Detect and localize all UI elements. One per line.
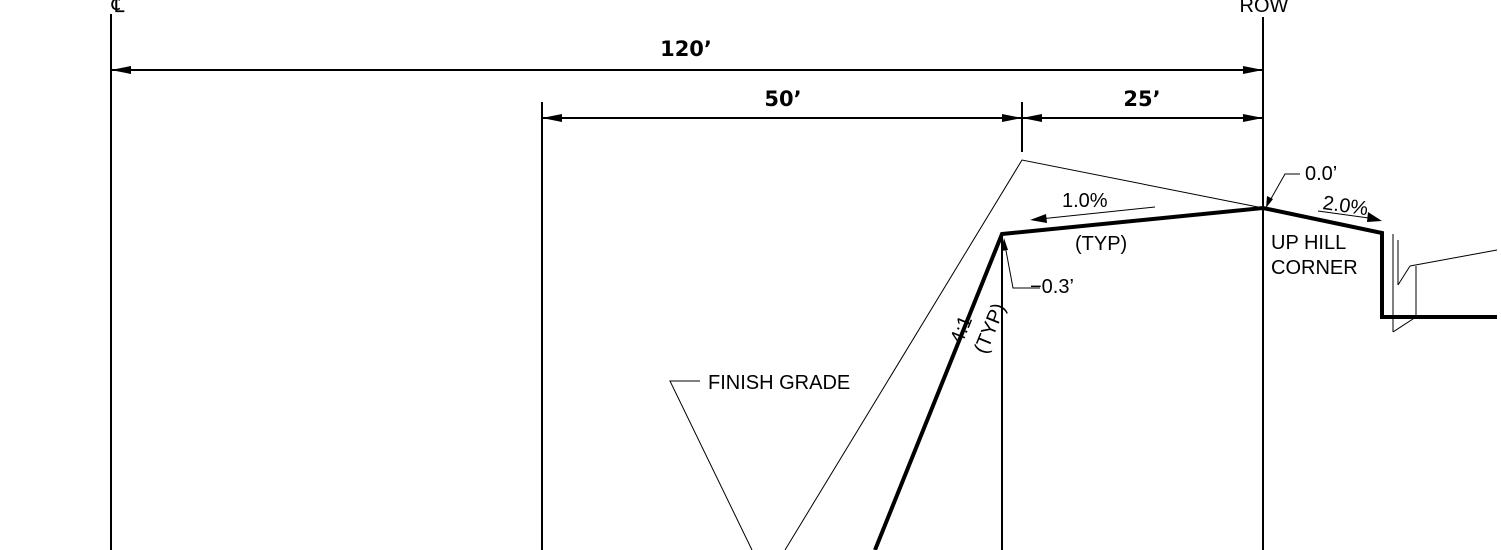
corner-label-line1: UP HILL: [1271, 232, 1346, 254]
dim-arrow: [1002, 114, 1022, 122]
dim-middle-text: 50’: [764, 87, 801, 111]
dim-arrow: [1022, 114, 1042, 122]
curb-detail: [1392, 234, 1498, 333]
row-label: ROW: [1240, 0, 1289, 17]
elev-top-text: 0.0’: [1305, 163, 1337, 185]
slope-right-underline: [1317, 210, 1377, 220]
slope-left-typ: (TYP): [1075, 233, 1127, 255]
elev-top-leader: [1267, 173, 1300, 205]
dim-arrow: [542, 114, 562, 122]
dim-arrow-left: [111, 66, 131, 74]
corner-label-line2: CORNER: [1271, 257, 1358, 279]
proposed-grade-line: [873, 205, 1497, 550]
centerline-label: ℄: [111, 0, 125, 17]
slope-left-text: 1.0%: [1062, 190, 1108, 212]
finish-grade-label: FINISH GRADE: [708, 372, 850, 394]
slope-left-arrow: [1030, 214, 1047, 223]
dim-arrow: [1243, 114, 1263, 122]
finish-grade-line: [784, 159, 1264, 550]
leader-arrow: [1266, 196, 1273, 208]
leader-arrow: [1001, 238, 1008, 251]
slope-left-line: [1039, 206, 1156, 220]
finish-grade-leader: [669, 380, 753, 550]
dim-arrow-right: [1243, 66, 1263, 74]
slope-right-arrow: [1367, 212, 1382, 222]
slope-right-text: 2.0%: [1321, 192, 1369, 220]
elev-low-text: −0.3’: [1030, 276, 1074, 298]
dim-right-text: 25’: [1123, 87, 1160, 111]
dim-overall-text: 120’: [660, 37, 712, 61]
slope-side-typ: (TYP): [970, 300, 1010, 357]
elev-low-leader: [1003, 239, 1040, 289]
